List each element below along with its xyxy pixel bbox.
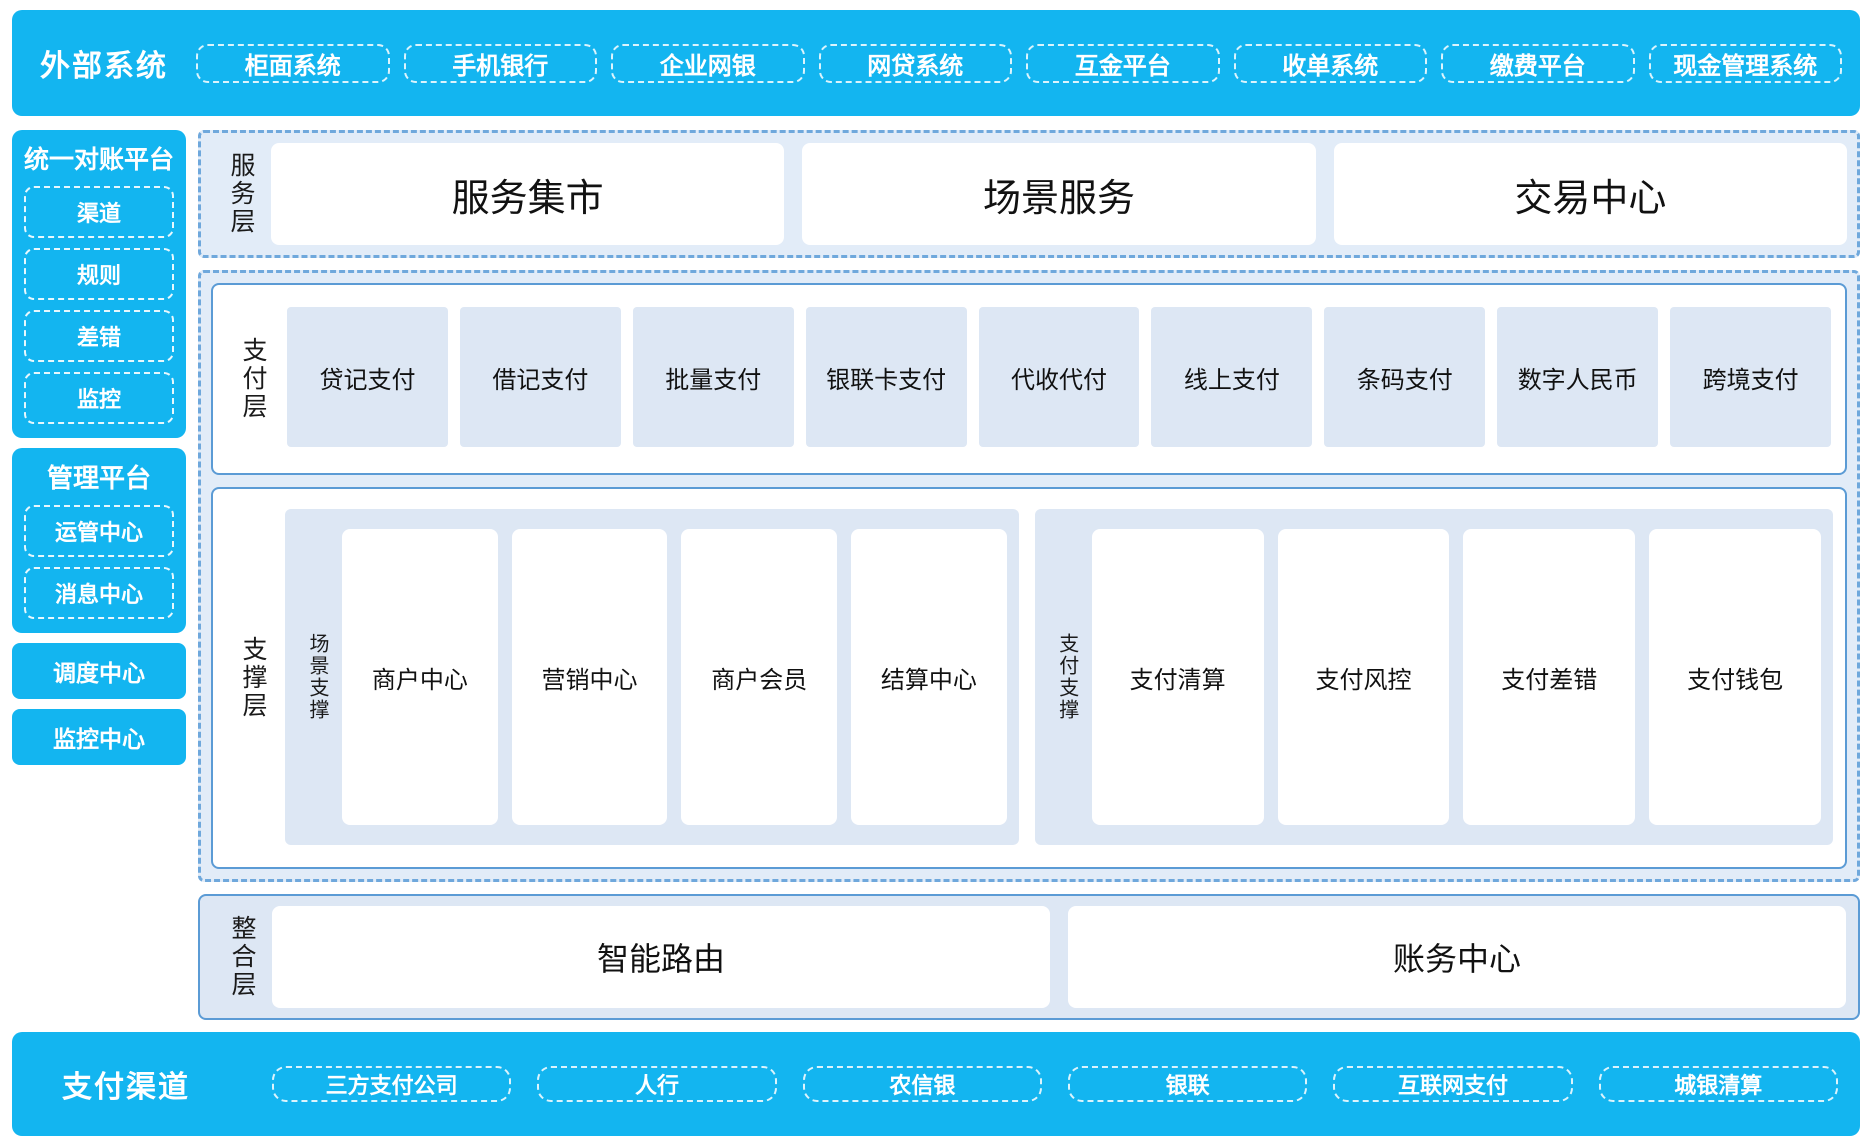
payment-layer-items: 贷记支付 借记支付 批量支付 银联卡支付 代收代付 线上支付 条码支付 数字人民… — [283, 293, 1835, 465]
service-layer-wrapper: 服务层 服务集市 场景服务 交易中心 — [198, 130, 1860, 258]
external-system-item[interactable]: 手机银行 — [403, 43, 597, 83]
service-item-scene[interactable]: 场景服务 — [802, 143, 1316, 245]
payment-item-digital-rmb[interactable]: 数字人民币 — [1497, 307, 1659, 447]
integration-item-smart-routing[interactable]: 智能路由 — [272, 906, 1051, 1008]
payment-channel-item[interactable]: 农信银 — [802, 1066, 1042, 1102]
support-layer-groups: 场景支撑 商户中心 营销中心 商户会员 结算中心 支付支撑 支付清算 — [283, 497, 1835, 859]
payment-channels-title: 支付渠道 — [62, 1071, 190, 1104]
support-group-scene: 场景支撑 商户中心 营销中心 商户会员 结算中心 — [285, 509, 1019, 845]
payment-layer-panel: 支付层 贷记支付 借记支付 批量支付 银联卡支付 代收代付 线上支付 条码支付 … — [211, 283, 1847, 475]
support-layer-panel: 支撑层 场景支撑 商户中心 营销中心 商户会员 结算中心 — [211, 487, 1847, 869]
payment-channel-item[interactable]: 互联网支付 — [1333, 1066, 1573, 1102]
support-item-merchant-member[interactable]: 商户会员 — [681, 529, 838, 825]
support-group-payment-items: 支付清算 支付风控 支付差错 支付钱包 — [1090, 517, 1823, 837]
external-systems-band: 外部系统 柜面系统 手机银行 企业网银 网贷系统 互金平台 收单系统 缴费平台 … — [12, 10, 1860, 116]
support-item-payment-clearing[interactable]: 支付清算 — [1091, 529, 1264, 825]
payment-channel-item[interactable]: 银联 — [1067, 1066, 1308, 1102]
payment-item-collection-payment[interactable]: 代收代付 — [978, 307, 1140, 447]
support-group-scene-items: 商户中心 营销中心 商户会员 结算中心 — [340, 517, 1009, 837]
management-platform-card: 管理平台 运管中心 消息中心 — [12, 448, 187, 633]
payment-channels-band: 支付渠道 三方支付公司 人行 农信银 银联 互联网支付 城银清算 — [12, 1032, 1860, 1136]
integration-layer-label: 整合层 — [228, 915, 257, 999]
external-system-item[interactable]: 企业网银 — [611, 43, 805, 83]
support-item-payment-risk[interactable]: 支付风控 — [1277, 529, 1450, 825]
payment-channel-item[interactable]: 人行 — [537, 1066, 777, 1102]
service-item-transaction-center[interactable]: 交易中心 — [1333, 143, 1847, 245]
layer-stack: 服务层 服务集市 场景服务 交易中心 支付层 贷记支付 借记支付 批量 — [198, 130, 1860, 1020]
external-system-item[interactable]: 网贷系统 — [818, 43, 1012, 83]
management-item-message-center[interactable]: 消息中心 — [24, 567, 175, 619]
management-item-operations-center[interactable]: 运管中心 — [24, 505, 175, 557]
payment-channel-item[interactable]: 三方支付公司 — [272, 1066, 512, 1102]
reconcile-item-channel[interactable]: 渠道 — [24, 186, 175, 238]
support-item-marketing-center[interactable]: 营销中心 — [511, 529, 668, 825]
support-item-payment-wallet[interactable]: 支付钱包 — [1649, 529, 1821, 825]
payment-channels-list: 三方支付公司 人行 农信银 银联 互联网支付 城银清算 — [272, 1066, 1838, 1102]
reconcile-platform-card: 统一对账平台 渠道 规则 差错 监控 — [12, 130, 187, 438]
payment-item-unionpay-card[interactable]: 银联卡支付 — [805, 307, 967, 447]
external-system-item[interactable]: 缴费平台 — [1441, 43, 1635, 83]
payment-layer-label: 支付层 — [239, 337, 268, 421]
support-group-payment-label: 支付支撑 — [1055, 633, 1078, 721]
support-group-scene-label: 场景支撑 — [306, 633, 329, 721]
external-systems-title: 外部系统 — [40, 50, 168, 83]
core-layers-wrapper: 支付层 贷记支付 借记支付 批量支付 银联卡支付 代收代付 线上支付 条码支付 … — [198, 270, 1860, 882]
service-layer-label: 服务层 — [227, 152, 256, 236]
monitoring-center-card[interactable]: 监控中心 — [12, 709, 187, 765]
payment-item-cross-border[interactable]: 跨境支付 — [1670, 307, 1832, 447]
payment-item-credit[interactable]: 贷记支付 — [287, 307, 448, 447]
support-item-merchant-center[interactable]: 商户中心 — [342, 529, 498, 825]
payment-item-batch[interactable]: 批量支付 — [632, 307, 794, 447]
payment-item-debit[interactable]: 借记支付 — [459, 307, 621, 447]
external-system-item[interactable]: 互金平台 — [1026, 43, 1220, 83]
payment-item-online[interactable]: 线上支付 — [1151, 307, 1313, 447]
integration-item-accounting-center[interactable]: 账务中心 — [1068, 906, 1847, 1008]
support-item-settlement-center[interactable]: 结算中心 — [851, 529, 1007, 825]
service-layer-row: 服务层 服务集市 场景服务 交易中心 — [211, 143, 1847, 245]
reconcile-item-error[interactable]: 差错 — [24, 310, 175, 362]
payment-channel-item[interactable]: 城银清算 — [1598, 1066, 1838, 1102]
service-item-market[interactable]: 服务集市 — [271, 143, 785, 245]
payment-item-barcode[interactable]: 条码支付 — [1324, 307, 1486, 447]
external-system-item[interactable]: 收单系统 — [1233, 43, 1427, 83]
scheduling-center-card[interactable]: 调度中心 — [12, 643, 187, 699]
reconcile-item-monitor[interactable]: 监控 — [24, 372, 175, 424]
service-layer-items: 服务集市 场景服务 交易中心 — [271, 143, 1847, 245]
external-systems-list: 柜面系统 手机银行 企业网银 网贷系统 互金平台 收单系统 缴费平台 现金管理系… — [196, 43, 1842, 83]
external-system-item[interactable]: 柜面系统 — [196, 43, 390, 83]
support-layer-label: 支撑层 — [239, 636, 268, 720]
integration-layer-items: 智能路由 账务中心 — [272, 906, 1847, 1008]
external-system-item[interactable]: 现金管理系统 — [1648, 43, 1842, 83]
left-rail: 统一对账平台 渠道 规则 差错 监控 管理平台 运管中心 消息中心 调度中心 监… — [12, 130, 187, 1020]
middle-region: 统一对账平台 渠道 规则 差错 监控 管理平台 运管中心 消息中心 调度中心 监… — [12, 130, 1860, 1020]
reconcile-platform-title: 统一对账平台 — [24, 146, 175, 174]
integration-layer-panel: 整合层 智能路由 账务中心 — [198, 894, 1860, 1020]
support-group-payment: 支付支撑 支付清算 支付风控 支付差错 支付钱包 — [1034, 509, 1833, 845]
management-platform-title: 管理平台 — [47, 463, 152, 493]
support-item-payment-error[interactable]: 支付差错 — [1463, 529, 1636, 825]
reconcile-item-rule[interactable]: 规则 — [24, 248, 175, 300]
